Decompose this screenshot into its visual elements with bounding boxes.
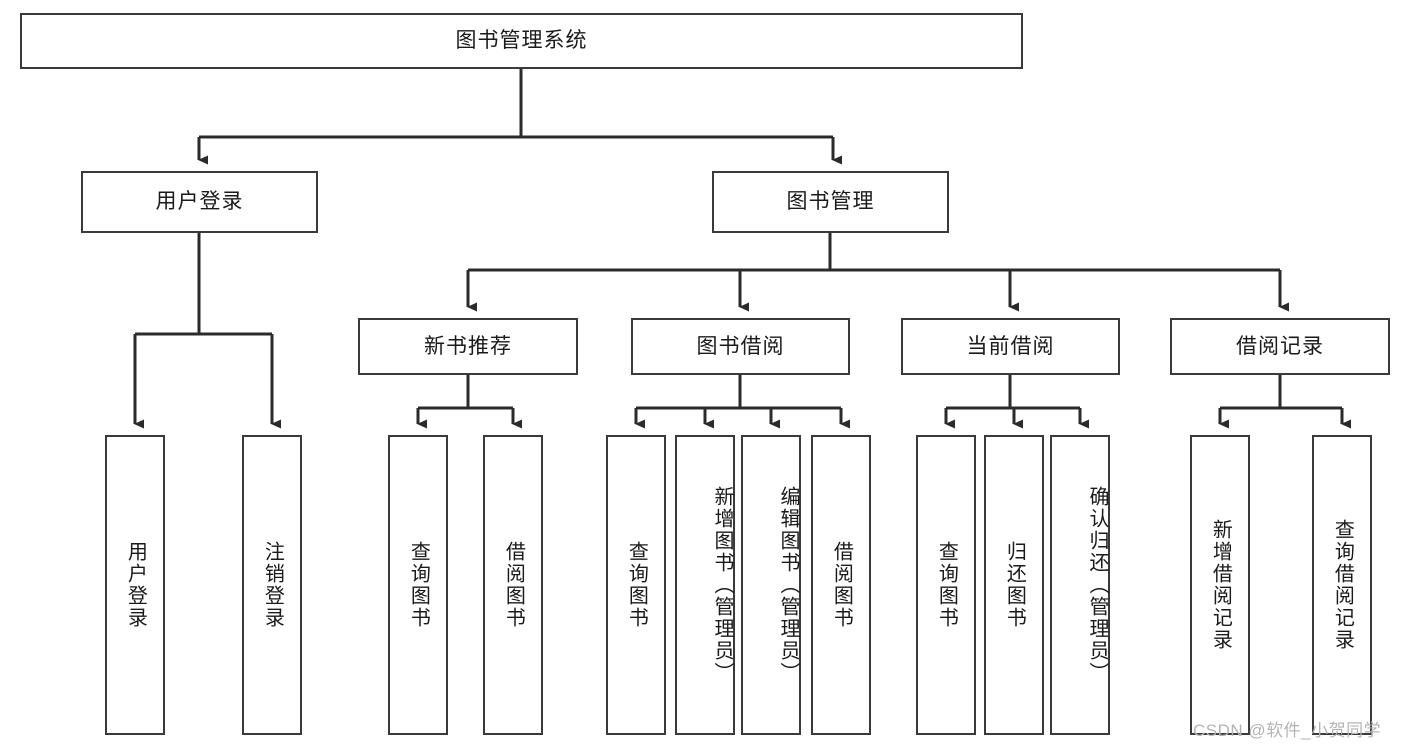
node-label: 借阅记录 [1236,334,1324,358]
node-book-borrow[interactable]: 图书借阅 [631,318,850,375]
leaf-new-book-borrow[interactable]: 借阅图书 [483,435,543,735]
leaf-borrow-record-query[interactable]: 查询借阅记录 [1312,435,1372,735]
leaf-book-borrow-add[interactable]: 新增图书（管理员） [675,435,735,735]
node-user-login[interactable]: 用户登录 [81,171,318,233]
node-label: 借阅图书 [502,541,525,629]
node-label: 新增借阅记录 [1209,519,1232,651]
node-current-borrow[interactable]: 当前借阅 [901,318,1120,375]
leaf-current-borrow-return[interactable]: 归还图书 [984,435,1044,735]
node-label: 归还图书 [1003,541,1026,629]
node-label: 用户登录 [155,190,244,214]
leaf-current-borrow-query[interactable]: 查询图书 [916,435,976,735]
node-label: 编辑图书（管理员） [777,486,799,684]
node-label: 用户登录 [124,541,147,629]
node-label: 查询图书 [935,541,958,629]
node-new-book-recommend[interactable]: 新书推荐 [358,318,578,375]
node-label: 图书管理系统 [455,29,588,53]
node-label: 确认归还（管理员） [1086,486,1108,684]
node-label: 新书推荐 [424,334,512,358]
node-label: 查询借阅记录 [1331,519,1354,651]
node-book-management[interactable]: 图书管理 [712,171,949,233]
node-label: 图书借阅 [696,334,785,358]
leaf-current-borrow-confirm-return[interactable]: 确认归还（管理员） [1050,435,1110,735]
leaf-book-borrow-borrow[interactable]: 借阅图书 [811,435,871,735]
leaf-user-login-logout[interactable]: 注销登录 [242,435,302,735]
leaf-book-borrow-edit[interactable]: 编辑图书（管理员） [741,435,801,735]
node-label: 当前借阅 [966,334,1055,358]
leaf-user-login-login[interactable]: 用户登录 [105,435,165,735]
node-label: 注销登录 [261,541,284,629]
watermark-text: CSDN @软件_小贺同学 [1193,721,1382,740]
leaf-book-borrow-query[interactable]: 查询图书 [606,435,666,735]
node-root-system[interactable]: 图书管理系统 [20,13,1023,69]
leaf-borrow-record-add[interactable]: 新增借阅记录 [1190,435,1250,735]
node-label: 图书管理 [786,190,875,214]
node-label: 查询图书 [407,541,430,629]
leaf-new-book-query[interactable]: 查询图书 [388,435,448,735]
node-label: 查询图书 [625,541,648,629]
node-label: 借阅图书 [830,541,853,629]
node-borrow-record[interactable]: 借阅记录 [1170,318,1390,375]
node-label: 新增图书（管理员） [711,486,733,684]
